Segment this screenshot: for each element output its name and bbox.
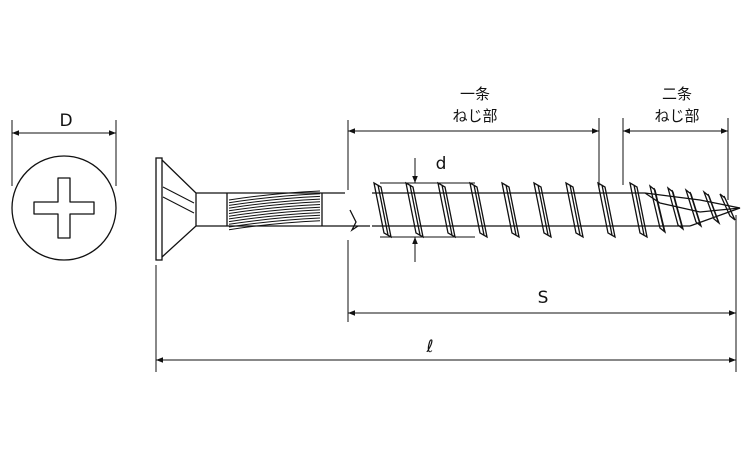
knurl-line <box>228 212 321 223</box>
label-double-thread-1: 二条 <box>662 85 692 103</box>
total-length-dimension: ℓ <box>155 265 736 372</box>
knurl-line <box>228 209 321 220</box>
knurl-line <box>228 198 321 209</box>
single-thread-dimension: 一条 ねじ部 <box>347 85 600 190</box>
label-double-thread-2: ねじ部 <box>654 107 699 125</box>
thread-crest <box>469 181 488 239</box>
label-l: ℓ <box>425 337 433 357</box>
label-D: D <box>59 111 72 131</box>
label-single-thread-1: 一条 <box>460 85 490 103</box>
double-thread-dimension: 二条 ねじ部 <box>622 85 729 200</box>
thread-crest <box>666 186 685 231</box>
phillips-cross-icon <box>33 177 95 239</box>
knurl-line <box>228 204 321 214</box>
knurl-line <box>228 195 321 206</box>
thread-crest <box>565 181 584 239</box>
thread-crest <box>597 181 616 239</box>
thread-diameter-dimension: d <box>380 154 475 262</box>
thread-crest <box>648 184 667 234</box>
thread-crest <box>629 181 648 239</box>
label-single-thread-2: ねじ部 <box>452 107 497 125</box>
knurl-line <box>228 214 321 225</box>
knurl-line <box>228 190 321 201</box>
screw-side-view <box>155 157 741 261</box>
head-top-view: D <box>11 111 117 261</box>
thread-crest <box>719 193 736 221</box>
knurl-line <box>228 201 321 212</box>
label-d: d <box>436 154 447 174</box>
label-S: S <box>538 288 549 308</box>
thread-crest <box>437 181 456 239</box>
thread-crest <box>684 188 703 228</box>
thread-length-dimension: S <box>347 215 737 372</box>
thread-crest <box>533 181 552 239</box>
knurl-line <box>228 193 321 204</box>
thread-crest <box>501 181 520 239</box>
thread-crest <box>373 181 392 239</box>
thread-crest <box>405 181 424 239</box>
knurl-line <box>228 217 321 228</box>
knurl-line <box>228 220 321 231</box>
knurl-line <box>228 206 321 217</box>
